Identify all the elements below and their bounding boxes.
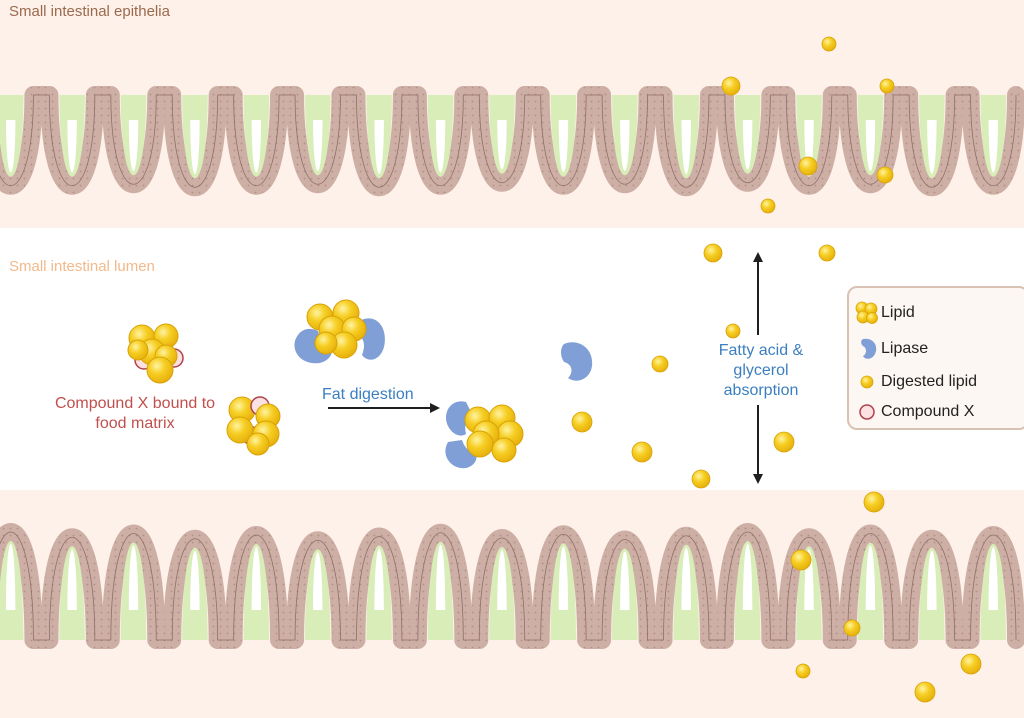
lipase-icon bbox=[445, 440, 477, 469]
digested-lipid bbox=[571, 411, 593, 433]
lipase-icon bbox=[294, 328, 333, 364]
legend-item-compound-x: Compound X bbox=[853, 399, 1023, 425]
epithelia-label: Small intestinal epithelia bbox=[9, 3, 170, 20]
lipase-lipid-complex-2 bbox=[445, 401, 524, 469]
digested-lipid bbox=[790, 549, 812, 571]
digested-lipid bbox=[703, 243, 723, 263]
compound-x-food-matrix-cluster-1 bbox=[127, 323, 184, 384]
digested-lipid bbox=[795, 663, 811, 679]
compound-x-icon bbox=[859, 404, 875, 420]
upper-epithelium-edge bbox=[0, 94, 1017, 188]
digested-lipid bbox=[691, 469, 711, 489]
digested-lipid bbox=[725, 323, 741, 339]
upper-epithelium bbox=[0, 86, 1024, 196]
lipase-icon bbox=[446, 401, 472, 436]
digested-lipid bbox=[818, 244, 836, 262]
compound-x-label: Compound X bound to food matrix bbox=[54, 395, 216, 432]
lower-crypt-gaps bbox=[6, 544, 998, 610]
digested-lipid bbox=[843, 619, 861, 637]
digested-lipid bbox=[821, 36, 837, 52]
legend-label: Lipid bbox=[881, 304, 915, 321]
digested-lipid bbox=[631, 441, 653, 463]
legend-label: Compound X bbox=[881, 403, 975, 420]
lower-epithelium-edge bbox=[0, 531, 1017, 641]
legend-label: Digested lipid bbox=[881, 373, 978, 390]
legend: Lipid Lipase Digested lipid Compound X bbox=[847, 286, 1024, 430]
compound-x-food-matrix-cluster-2 bbox=[226, 396, 281, 456]
digested-lipid bbox=[798, 156, 818, 176]
legend-item-digested-lipid: Digested lipid bbox=[853, 369, 1023, 395]
lipase-icon bbox=[861, 338, 877, 359]
digested-lipid-icon bbox=[860, 375, 874, 389]
digested-lipid bbox=[863, 491, 885, 513]
digested-lipid bbox=[721, 76, 741, 96]
digested-lipid bbox=[876, 166, 894, 184]
lumen-label: Small intestinal lumen bbox=[9, 258, 155, 275]
digested-lipid bbox=[879, 78, 895, 94]
upper-crypt-gaps bbox=[6, 120, 998, 174]
digested-lipids bbox=[571, 36, 982, 703]
free-lipase bbox=[561, 342, 593, 381]
legend-item-lipid: Lipid bbox=[853, 300, 1023, 326]
digested-lipid bbox=[773, 431, 795, 453]
lipase-lipid-complex-1 bbox=[294, 299, 385, 364]
digested-lipid bbox=[651, 355, 669, 373]
digested-lipid bbox=[960, 653, 982, 675]
fat-digestion-label: Fat digestion bbox=[322, 386, 414, 403]
legend-label: Lipase bbox=[881, 340, 929, 357]
lipid-cluster-icon bbox=[855, 301, 878, 324]
legend-item-lipase: Lipase bbox=[853, 336, 1023, 362]
lower-epithelium bbox=[0, 523, 1024, 649]
absorption-label: Fatty acid & glycerol absorption bbox=[718, 342, 804, 399]
digested-lipid bbox=[760, 198, 776, 214]
digested-lipid bbox=[914, 681, 936, 703]
